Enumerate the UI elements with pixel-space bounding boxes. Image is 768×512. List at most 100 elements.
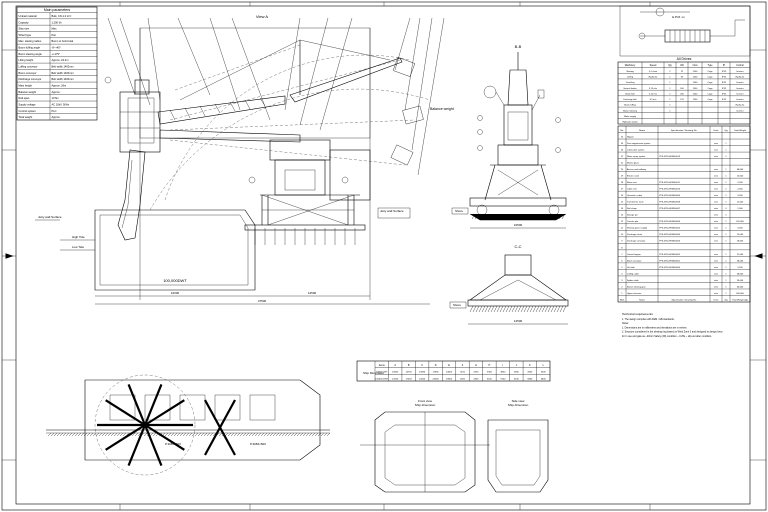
plan-right-label: P.3084×600 — [250, 442, 266, 446]
motor-cell: IP55 — [722, 99, 727, 101]
bom-cell: 15 — [621, 202, 624, 204]
motor-header: r/min — [692, 64, 698, 67]
bom-cell: sets — [714, 194, 718, 197]
bom-cell: 28,000 — [737, 260, 744, 262]
ship-dim-cell: 17450 — [406, 378, 413, 380]
bom-cell: sets — [714, 279, 718, 282]
bom-cell: Discharge conveyor — [627, 240, 646, 243]
bom-header: Specification / Drawing No. — [671, 129, 698, 132]
bom-cell: 1 — [725, 234, 727, 236]
bom-cell: YPS-0765-H93M-0003 — [659, 241, 681, 243]
bom-cell: 6 — [621, 260, 623, 262]
spec-label: Control system — [19, 109, 36, 113]
motor-cell: Boom luffing — [624, 105, 636, 107]
bom-cell: 24 — [621, 143, 624, 145]
ship-dim-cell: 4100 — [487, 378, 493, 380]
bom-cell: 15,000 — [737, 234, 744, 236]
bom-cell: 1 — [725, 143, 727, 145]
motor-cell: 1500 — [693, 88, 698, 90]
bom-header: No. — [620, 130, 624, 132]
ship-dim-header: E — [448, 364, 450, 367]
bom-cell: 25 — [621, 136, 624, 138]
ship-dim-cell: 2900 — [474, 378, 480, 380]
bom-cell: Hopper — [627, 135, 634, 138]
bom-cell: 21,000 — [737, 254, 744, 256]
motor-cell: IP55 — [722, 82, 727, 84]
motor-cell: Discharge belt — [623, 98, 637, 101]
spec-value: Belt width 1400mm — [52, 71, 74, 75]
hydraulic-note: H.P.M. Lv — [672, 15, 685, 19]
motor-cell: 1 — [669, 88, 671, 90]
bom-cell: Marine glass — [627, 162, 639, 165]
bom-footer: Name — [639, 299, 645, 301]
motor-cell: Bucket slewing — [623, 109, 638, 112]
bom-cell: 1 — [725, 267, 727, 269]
ship-dim-cell: 20000 DWT — [376, 372, 388, 374]
note-line: Notes: — [622, 322, 629, 325]
bom-cell: 15,000 — [737, 176, 744, 178]
bom-cell: 21 — [621, 163, 624, 165]
front-view-label: B-B — [515, 44, 522, 49]
spec-value: 10.5m — [52, 96, 59, 100]
bom-cell: 1 — [725, 182, 727, 184]
spec-label: Max. slewing radius — [19, 39, 42, 43]
motor-cell: 1 — [669, 77, 671, 79]
ship-dim-cell: 17800 — [433, 372, 440, 374]
bom-cell: sets — [714, 168, 718, 171]
motor-cell: Cage — [708, 82, 714, 84]
spec-label: Supply voltage — [19, 102, 37, 106]
bom-cell: sets — [714, 201, 718, 204]
bom-cell: 13 — [621, 215, 624, 217]
spec-table-title: Main parameters — [44, 8, 71, 12]
bom-header: Total Weight — [734, 129, 746, 132]
motor-cell: Hydraulic — [649, 76, 658, 79]
dim-bottom-1: 10000 — [171, 291, 180, 295]
motor-header: Control — [736, 64, 744, 67]
motor-cell: Inverter — [736, 87, 743, 90]
spec-label: Unload material — [19, 14, 38, 18]
ship-dim-cell: 3500 — [541, 372, 547, 374]
ship-dim-cell: 10650 — [392, 372, 399, 374]
bom-cell: 20 — [621, 169, 624, 171]
bom-cell: YPS-0765-H93M-0007 — [659, 208, 681, 210]
note-line: 1. Dimensions are in millimetres and ele… — [622, 326, 688, 329]
bom-cell: sets — [714, 292, 718, 295]
motor-cell: 1500 — [693, 82, 698, 84]
bom-cell: 2,500 — [737, 182, 743, 184]
bom-cell: sets — [714, 142, 718, 145]
bom-cell: YPS-0765-H93M-0013 — [659, 156, 681, 158]
motor-cell: IP55 — [722, 93, 727, 95]
motor-header: Qty — [668, 64, 672, 67]
bom-cell: 1 — [725, 149, 727, 151]
bom-cell: 1 — [725, 156, 727, 158]
bom-cell: Transformer room — [627, 201, 644, 204]
ship-dim-header: H — [489, 364, 491, 367]
motor-cell: Hydraulic — [736, 76, 745, 79]
end-view-label: C-C — [514, 244, 521, 249]
spec-value: 1,200 t/h — [52, 20, 63, 24]
bom-cell: 1 — [725, 195, 727, 197]
bom-cell: sets — [714, 188, 718, 191]
spec-label: Discharge conveyor — [19, 77, 42, 81]
bom-cell: 7 — [621, 254, 623, 256]
bom-cell: 18,000 — [737, 241, 744, 243]
ship-dim-header: I — [503, 364, 504, 367]
bom-footer: Specification / Drawing No. — [672, 298, 697, 301]
ship-dim-row-header: Ship Dimension — [363, 371, 384, 375]
ship-label: 100,000DWT — [163, 278, 187, 283]
low-tide-label: Low Tide — [72, 245, 84, 249]
motor-cell: 90 — [681, 77, 684, 79]
plan-view: P.3084×600 P.3084×600 — [46, 374, 331, 476]
bom-header: Units — [714, 129, 720, 132]
bom-footer: Total Weight (kg) — [732, 298, 748, 301]
bom-cell: Upper structure — [627, 292, 642, 295]
motor-cell: 22 — [681, 71, 684, 73]
motor-cell: 3.15 m/s — [649, 88, 657, 90]
bom-cell: Bucket slewing gear — [627, 285, 646, 288]
ship-dim-cell: 5700 — [500, 378, 506, 380]
motor-header: Speed — [650, 65, 657, 67]
ship-dim-cell: 12050 — [392, 378, 399, 380]
bom-cell: Lift slide — [627, 266, 635, 269]
